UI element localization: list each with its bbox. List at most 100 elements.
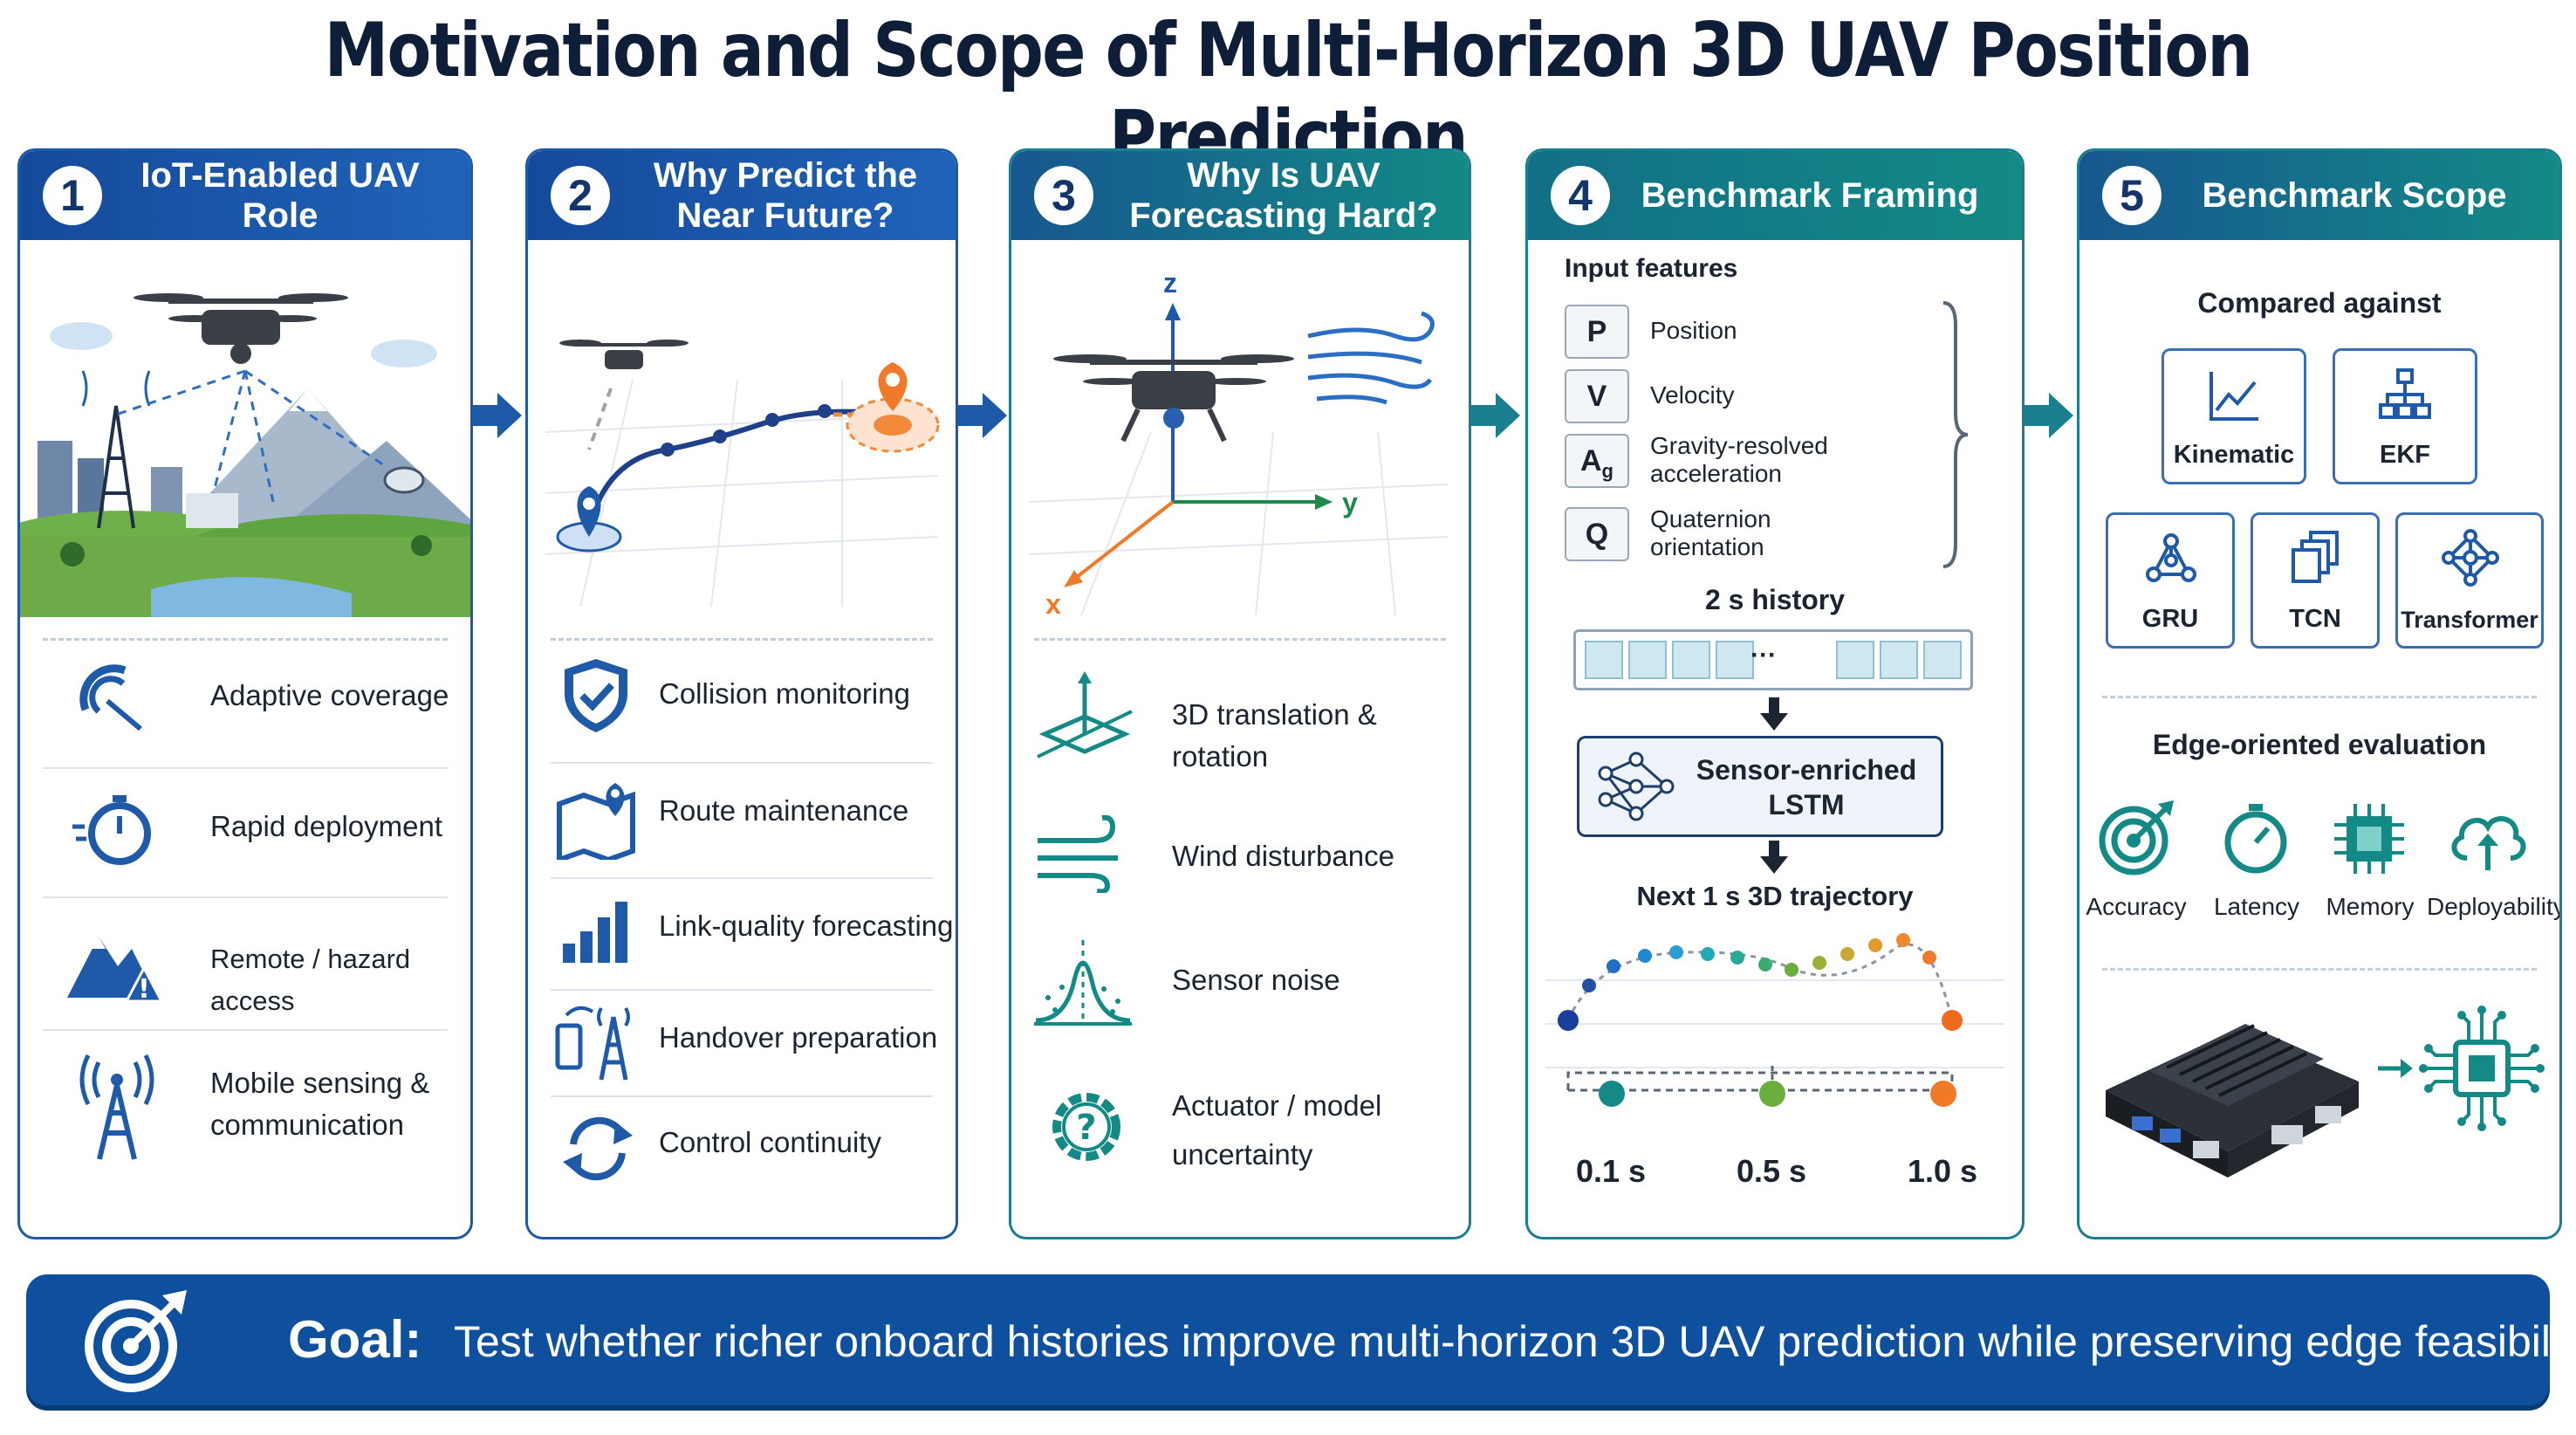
- cycle-arrows-icon: [563, 1116, 633, 1181]
- map-pin-icon: [557, 783, 635, 860]
- output-label: Next 1 s 3D trajectory: [1636, 881, 1914, 911]
- panel-header: 5 Benchmark Scope: [2079, 151, 2559, 240]
- flow-arrow-icon: [473, 393, 522, 438]
- panel-title: IoT-Enabled UAV Role: [140, 156, 420, 235]
- baseline-label: Kinematic: [2173, 441, 2295, 469]
- list-item-label: Remote / hazard access: [210, 944, 411, 1016]
- step-number: 3: [1034, 166, 1093, 225]
- page-title: Motivation and Scope of Multi-Horizon 3D…: [324, 7, 2253, 182]
- panel-title: Why Is UAV Forecasting Hard?: [1129, 156, 1438, 235]
- panel-title: Benchmark Scope: [2202, 176, 2507, 215]
- list-item-label: Handover preparation: [659, 1021, 938, 1054]
- flow-arrow-icon: [2024, 393, 2073, 438]
- horizon-label: 0.5 s: [1736, 1153, 1807, 1189]
- baseline-label: GRU: [2141, 605, 2199, 633]
- list-item-label: Adaptive coverage: [210, 679, 449, 711]
- panel-header: 4 Benchmark Framing: [1528, 151, 2022, 240]
- brace-icon: [1942, 301, 1969, 568]
- list-item-label: Sensor noise: [1172, 964, 1340, 996]
- panel-title: Why Predict the Near Future?: [653, 156, 918, 235]
- edge-evaluation-label: Edge-oriented evaluation: [2152, 729, 2487, 760]
- input-features-label: Input features: [1565, 254, 1738, 283]
- axes-icon: [1037, 671, 1133, 759]
- panel-benchmark-framing: 4 Benchmark Framing Input features P Pos…: [1525, 148, 2024, 1239]
- predicted-path-illustration: [545, 340, 940, 608]
- axis-x-label: x: [1045, 588, 1061, 620]
- feature-symbol-accel: Ag: [1565, 434, 1629, 488]
- down-arrow-icon: [1760, 841, 1788, 874]
- history-label: 2 s history: [1704, 584, 1846, 615]
- panel-forecasting-hard: 3 Why Is UAV Forecasting Hard? z y x: [1009, 148, 1471, 1239]
- model-box: Sensor-enriched LSTM: [1577, 736, 1943, 837]
- bell-curve-icon: [1034, 940, 1132, 1026]
- panel-benchmark-scope: 5 Benchmark Scope Compared against Kinem…: [2077, 148, 2562, 1239]
- list-item-label: Control continuity: [659, 1126, 881, 1158]
- svg-text:?: ?: [1076, 1108, 1096, 1148]
- step-number: 5: [2102, 166, 2162, 225]
- feature-label: Position: [1650, 317, 1737, 344]
- feature-label: Quaternion orientation: [1650, 505, 1771, 560]
- baseline-kinematic: Kinematic: [2162, 348, 2306, 484]
- metric-label: Accuracy: [2086, 893, 2187, 920]
- panel-iot-uav-role: 1 IoT-Enabled UAV Role: [17, 148, 473, 1239]
- panel-header: 3 Why Is UAV Forecasting Hard?: [1011, 151, 1469, 240]
- drone-axes-illustration: z y x: [1028, 267, 1449, 620]
- trajectory-plot: [1545, 933, 2004, 1107]
- metric-label: Latency: [2213, 893, 2300, 920]
- stopwatch-icon: [72, 795, 151, 865]
- gear-question-icon: ?: [1052, 1093, 1120, 1161]
- feature-symbol: Q: [1565, 507, 1629, 561]
- signal-bars-icon: [563, 902, 627, 963]
- step-number: 2: [551, 166, 610, 225]
- right-arrow-icon: [2378, 1059, 2413, 1078]
- feature-symbol: V: [1565, 369, 1629, 423]
- down-arrow-icon: [1760, 697, 1788, 731]
- axis-z-label: z: [1163, 267, 1177, 299]
- list-item-label: Wind disturbance: [1172, 840, 1394, 872]
- uav-landscape-illustration: [20, 240, 470, 617]
- axis-y-label: y: [1342, 487, 1358, 518]
- graph-nodes-icon: [2146, 533, 2196, 582]
- compared-against-label: Compared against: [2197, 287, 2442, 319]
- step-number: 1: [43, 166, 102, 225]
- processor-circuit-icon: [2419, 1006, 2545, 1131]
- baseline-label: Transformer: [2401, 607, 2538, 633]
- line-chart-icon: [2209, 372, 2258, 421]
- model-label: Sensor-enriched LSTM: [1696, 754, 1917, 820]
- target-icon: [2099, 800, 2174, 875]
- baseline-tcn: TCN: [2251, 512, 2380, 649]
- target-icon: [85, 1290, 187, 1392]
- history-ellipsis: ···: [1750, 641, 1777, 669]
- baseline-transformer: Transformer: [2395, 512, 2544, 649]
- antenna-icon: [79, 1054, 154, 1160]
- cloud-upload-icon: [2451, 816, 2526, 870]
- wind-icon: [1038, 814, 1118, 893]
- stacked-layers-icon: [2292, 531, 2339, 583]
- metric-label: Deployability: [2427, 893, 2562, 920]
- list-item-label: Rapid deployment: [210, 810, 442, 842]
- shield-check-icon: [565, 659, 627, 732]
- panel-header: 1 IoT-Enabled UAV Role: [20, 151, 470, 240]
- phone-tower-icon: [555, 1006, 630, 1081]
- goal-banner: Goal: Test whether richer onboard histor…: [26, 1274, 2576, 1405]
- goal-text: Test whether richer onboard histories im…: [454, 1317, 2576, 1366]
- history-sequence: ···: [1573, 629, 1973, 690]
- list-item-label: Route maintenance: [659, 794, 909, 827]
- list-item-label: Link-quality forecasting: [659, 910, 954, 942]
- flow-arrow-icon: [1471, 393, 1520, 438]
- metric-label: Memory: [2326, 893, 2415, 920]
- mountain-warning-icon: !: [67, 937, 160, 1005]
- feature-symbol: P: [1565, 305, 1629, 359]
- stopwatch-icon: [2224, 804, 2287, 874]
- list-item-label: Mobile sensing & communication: [210, 1067, 430, 1141]
- panel-title: Benchmark Framing: [1641, 176, 1979, 215]
- radar-icon: [79, 664, 142, 731]
- edge-device-illustration: [2106, 1024, 2359, 1178]
- network-icon: [2442, 529, 2499, 587]
- neural-network-icon: [1598, 752, 1675, 821]
- panel-header: 2 Why Predict the Near Future?: [528, 151, 956, 240]
- feature-label: Gravity-resolved acceleration: [1650, 432, 1828, 487]
- flow-arrow-icon: [958, 393, 1007, 438]
- baseline-gru: GRU: [2106, 512, 2235, 649]
- feature-symbol: A: [1579, 444, 1602, 477]
